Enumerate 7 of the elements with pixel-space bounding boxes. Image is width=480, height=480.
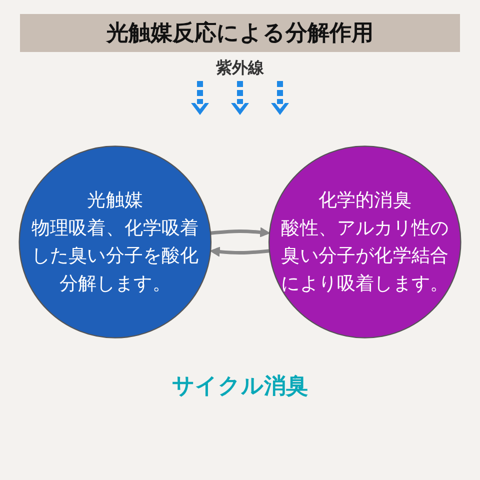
- node-circle: 光触媒 物理吸着、化学吸着した臭い分子を酸化分解します。: [18, 146, 212, 338]
- cycle-label: サイクル消臭: [171, 373, 309, 401]
- arrow: [210, 246, 270, 257]
- arrow: [210, 227, 270, 238]
- uv-label: 紫外線: [214, 58, 265, 79]
- title-banner: 光触媒反応による分解作用: [20, 14, 460, 52]
- node-circle: 化学的消臭 酸性、アルカリ性の臭い分子が化学結合により吸着します。: [268, 146, 462, 338]
